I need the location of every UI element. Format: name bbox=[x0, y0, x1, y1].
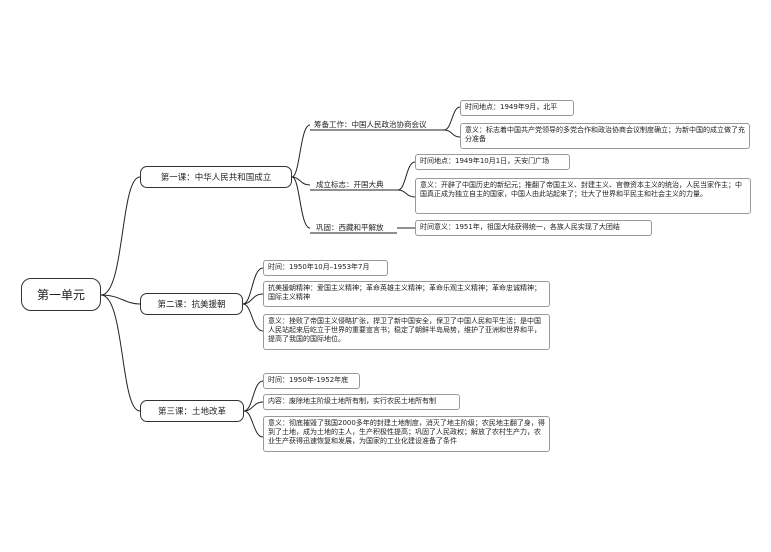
lesson-1-topic-1[interactable]: 筹备工作：中国人民政治协商会议 bbox=[314, 120, 427, 129]
lesson-1-topic-3-detail-1[interactable]: 时间意义：1951年，祖国大陆获得统一，各族人民实现了大团结 bbox=[415, 220, 652, 236]
lesson-2-node[interactable]: 第二课：抗美援朝 bbox=[140, 293, 243, 315]
lesson-1-topic-2-detail-1[interactable]: 时间地点：1949年10月1日，天安门广场 bbox=[415, 154, 570, 170]
lesson-3-detail-1[interactable]: 时间：1950年-1952年底 bbox=[263, 373, 360, 389]
lesson-2-detail-3[interactable]: 意义：挫败了帝国主义侵略扩张，捍卫了新中国安全，保卫了中国人民和平生活；是中国人… bbox=[263, 314, 550, 350]
lesson-1-topic-2-detail-2[interactable]: 意义：开辟了中国历史的新纪元；推翻了帝国主义、封建主义、官僚资本主义的统治，人民… bbox=[415, 178, 751, 214]
lesson-1-topic-1-detail-1[interactable]: 时间地点：1949年9月，北平 bbox=[460, 100, 574, 116]
lesson-3-node[interactable]: 第三课：土地改革 bbox=[140, 400, 244, 422]
lesson-2-detail-1[interactable]: 时间：1950年10月–1953年7月 bbox=[263, 260, 388, 276]
root-node[interactable]: 第一单元 bbox=[21, 278, 101, 311]
lesson-1-node[interactable]: 第一课：中华人民共和国成立 bbox=[140, 166, 292, 188]
lesson-2-detail-2[interactable]: 抗美援朝精神：爱国主义精神；革命英雄主义精神；革命乐观主义精神；革命忠诚精神；国… bbox=[263, 281, 550, 307]
lesson-1-topic-1-detail-2[interactable]: 意义：标志着中国共产党领导的多党合作和政治协商会议制度确立；为新中国的成立做了充… bbox=[460, 123, 750, 149]
lesson-3-detail-2[interactable]: 内容：废除地主阶级土地所有制，实行农民土地所有制 bbox=[263, 394, 460, 410]
lesson-3-detail-3[interactable]: 意义：彻底摧毁了我国2000多年的封建土地制度，消灭了地主阶级；农民地主翻了身，… bbox=[263, 416, 550, 452]
lesson-1-topic-2[interactable]: 成立标志：开国大典 bbox=[316, 180, 384, 189]
lesson-1-topic-3[interactable]: 巩固：西藏和平解放 bbox=[316, 223, 384, 232]
